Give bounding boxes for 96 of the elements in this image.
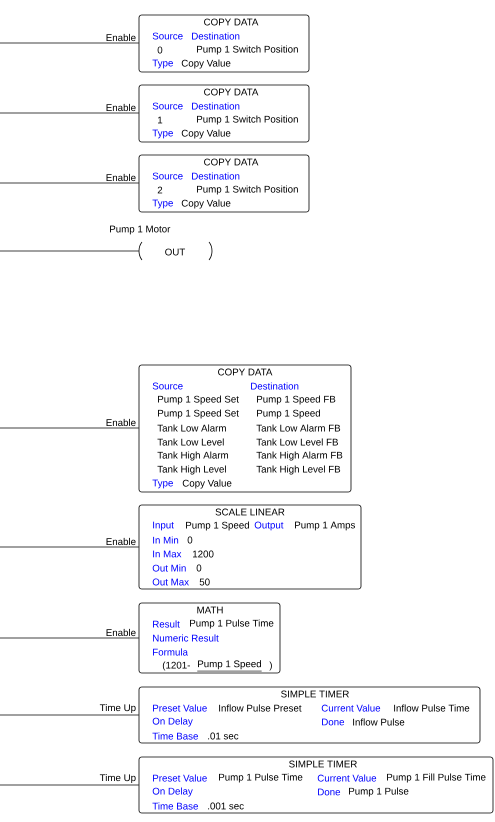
parameter-label: Current Value <box>318 774 376 782</box>
tag-link: Pump 1 Speed <box>197 660 262 672</box>
parameter-label: Source <box>152 382 183 390</box>
parameter-value: Inflow Pulse <box>353 718 404 726</box>
block-title: COPY DATA <box>204 18 258 26</box>
parameter-label: Current Value <box>322 704 380 712</box>
parameter-value: 0 <box>188 536 192 544</box>
parameter-value: Tank High Level <box>157 465 226 475</box>
block-title: SCALE LINEAR <box>216 508 284 516</box>
parameter-label: Source <box>152 172 183 180</box>
parameter-value: Tank Low Alarm FB <box>256 424 340 432</box>
parameter-label: Source <box>152 102 183 110</box>
wire <box>0 784 139 786</box>
block-title: OUT <box>165 248 186 256</box>
edge-label: Enable <box>105 33 137 42</box>
parameter-value: Tank Low Level <box>157 438 224 446</box>
parameter-value: Pump 1 Speed <box>257 409 320 419</box>
wire <box>0 42 139 44</box>
parameter-value: Pump 1 Switch Position <box>197 185 298 195</box>
wire <box>0 182 139 184</box>
edge-label: Enable <box>105 418 137 427</box>
parameter-value: Pump 1 Amps <box>295 522 356 530</box>
parameter-label: Source <box>152 32 183 40</box>
parameter-label: On Delay <box>152 717 193 727</box>
parameter-value: Tank High Level FB <box>256 465 340 475</box>
block-title: COPY DATA <box>204 88 258 96</box>
parameter-label: In Min <box>153 536 178 544</box>
edge-label: Time Up <box>98 773 137 784</box>
parameter-value: Pump 1 Speed Set <box>158 409 239 419</box>
wire <box>0 112 139 114</box>
parameter-label: Destination <box>192 102 240 110</box>
parameter-value: Pump 1 Pulse Time <box>190 619 274 629</box>
parameter-value: 1200 <box>193 550 214 558</box>
parameter-label: Preset Value <box>153 774 207 782</box>
parameter-label: Formula <box>153 648 188 656</box>
parameter-label: Destination <box>192 32 240 40</box>
block-title: MATH <box>197 606 223 614</box>
parameter-label: Done <box>318 788 340 796</box>
parameter-value: Copy Value <box>182 199 230 209</box>
parameter-label: Out Min <box>152 564 186 572</box>
parameter-value: Tank High Alarm FB <box>256 451 342 461</box>
parameter-label: Type <box>152 480 173 488</box>
parameter-label: Input <box>153 522 174 530</box>
parameter-label: Preset Value <box>153 704 207 712</box>
parameter-value: Tank Low Level FB <box>256 438 338 446</box>
edge-label: Enable <box>105 537 137 546</box>
wire <box>0 250 140 252</box>
parameter-value: .001 sec <box>208 802 244 810</box>
parameter-value: Pump 1 Pulse Time <box>219 773 302 783</box>
parameter-value: Copy Value <box>182 129 230 139</box>
parameter-value: Pump 1 Speed FB <box>257 395 336 405</box>
edge-label: Enable <box>105 103 137 112</box>
parameter-label: Numeric Result <box>153 634 219 642</box>
parameter-label: Out Max <box>152 578 189 586</box>
parameter-label: Result <box>153 620 180 628</box>
parameter-value: Inflow Pulse Preset <box>219 704 302 712</box>
parameter-value: Copy Value <box>182 59 230 69</box>
parameter-value: Copy Value <box>182 479 232 489</box>
wire <box>0 714 139 716</box>
parameter-value: .01 sec <box>208 732 238 740</box>
parameter-label: On Delay <box>152 787 193 797</box>
parameter-label: Type <box>152 200 173 208</box>
edge-label: Enable <box>105 173 137 182</box>
parameter-label: Type <box>152 130 173 138</box>
edge-label: Enable <box>105 628 137 637</box>
tag-name: Pump 1 Motor <box>110 226 170 234</box>
parameter-value: 1 <box>158 116 162 124</box>
parameter-label: Time Base <box>152 802 198 810</box>
parameter-value: Pump 1 Fill Pulse Time <box>387 773 486 783</box>
parameter-value: Pump 1 Switch Position <box>197 45 298 55</box>
edge-label: Time Up <box>98 703 137 714</box>
parameter-value: 0 <box>158 46 162 54</box>
parameter-value: Pump 1 Pulse <box>349 787 408 797</box>
parameter-label: Destination <box>251 382 298 390</box>
block-title: COPY DATA <box>218 368 272 376</box>
parameter-label: In Max <box>153 550 182 558</box>
parameter-value: 50 <box>200 578 210 586</box>
block-title: SIMPLE TIMER <box>289 760 357 768</box>
block-title: COPY DATA <box>204 158 258 166</box>
parameter-label: Destination <box>192 172 240 180</box>
parameter-value: Pump 1 Speed Set <box>158 395 239 405</box>
parameter-label: Output <box>254 522 284 530</box>
parameter-value: Tank Low Alarm <box>157 424 226 432</box>
block-title: SIMPLE TIMER <box>281 690 349 698</box>
parameter-value: 2 <box>158 186 162 194</box>
parameter-value: Pump 1 Speed <box>186 521 250 531</box>
parameter-label: Type <box>152 60 173 68</box>
parameter-value: Pump 1 Switch Position <box>197 115 298 125</box>
parameter-value: Inflow Pulse Time <box>394 704 470 712</box>
parameter-label: Done <box>322 718 344 726</box>
parameter-value: ) <box>269 661 272 671</box>
wire <box>0 546 139 548</box>
parameter-label: Time Base <box>152 732 198 740</box>
parameter-value: (1201- <box>162 661 190 671</box>
parameter-value: Tank High Alarm <box>157 451 228 461</box>
parameter-value: 0 <box>196 564 202 572</box>
